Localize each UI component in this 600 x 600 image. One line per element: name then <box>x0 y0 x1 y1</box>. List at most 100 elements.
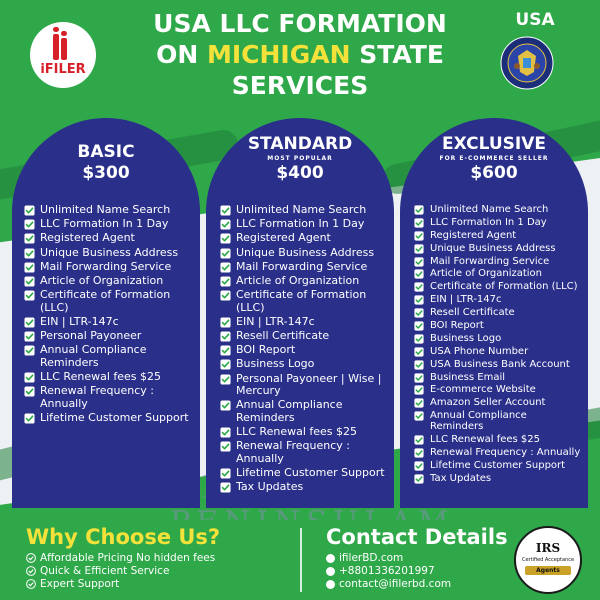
check-icon <box>24 248 35 259</box>
why-item: Affordable Pricing No hidden fees <box>26 552 215 565</box>
contact-email[interactable]: contact@ifilerbd.com <box>326 578 451 591</box>
contact-list: ifilerBD.com +8801336201997 contact@ifil… <box>326 552 451 591</box>
contact-phone[interactable]: +8801336201997 <box>326 565 451 578</box>
title-state-highlight: MICHIGAN <box>206 40 351 69</box>
feature-item: Mail Forwarding Service <box>412 256 582 267</box>
plan-name: STANDARD <box>247 134 353 154</box>
check-icon <box>24 276 35 287</box>
feature-item: Renewal Frequency : Annually <box>412 447 582 458</box>
check-icon <box>220 219 231 230</box>
feature-label: BOI Report <box>236 343 296 357</box>
feature-item: Mail Forwarding Service <box>22 260 192 274</box>
feature-label: Tax Updates <box>430 473 492 485</box>
feature-label: BOI Report <box>430 320 484 332</box>
feature-label: Certificate of Formation (LLC) <box>430 281 578 293</box>
check-icon <box>414 474 424 484</box>
plan-name: EXCLUSIVE <box>442 134 546 154</box>
feature-item: Amazon Seller Account <box>412 397 582 408</box>
country-label: USA <box>515 10 555 30</box>
feature-label: Personal Payoneer | Wise | Mercury <box>236 371 382 398</box>
check-icon <box>24 317 35 328</box>
plan-tag: MOST POPULAR <box>267 155 333 162</box>
feature-label: Registered Agent <box>430 229 517 241</box>
feature-label: Personal Payoneer <box>40 329 142 343</box>
globe-icon <box>326 554 335 563</box>
feature-item: Business Logo <box>412 333 582 344</box>
feature-label: Lifetime Customer Support <box>430 460 566 472</box>
check-icon <box>414 398 424 408</box>
feature-item: BOI Report <box>218 343 388 357</box>
feature-label: LLC Formation In 1 Day <box>236 217 365 231</box>
feature-label: Unlimited Name Search <box>236 203 367 216</box>
feature-label: Business Logo <box>430 332 502 344</box>
check-icon <box>220 359 231 371</box>
telegram-icon <box>326 580 335 589</box>
feature-label: LLC Renewal fees $25 <box>430 434 541 446</box>
check-icon <box>24 290 35 301</box>
feature-label: Resell Certificate <box>430 307 515 319</box>
feature-label: Unique Business Address <box>40 245 179 259</box>
feature-item: Renewal Frequency : Annually <box>22 385 192 410</box>
feature-item: Business Email <box>412 372 582 383</box>
check-icon <box>220 468 231 479</box>
check-icon <box>220 317 231 328</box>
plan-card-standard: STANDARD MOST POPULAR $400 Unlimited Nam… <box>206 118 394 508</box>
feature-label: LLC Formation In 1 Day <box>430 216 547 228</box>
feature-label: Unique Business Address <box>430 242 556 254</box>
feature-item: Tax Updates <box>218 481 388 494</box>
feature-label: Tax Updates <box>236 480 304 494</box>
feature-label: Unique Business Address <box>236 245 375 259</box>
why-item: Quick & Efficient Service <box>26 565 215 578</box>
feature-label: Certificate of Formation (LLC) <box>236 288 367 314</box>
title-line-3: SERVICES <box>231 71 369 100</box>
feature-item: Lifetime Customer Support <box>22 411 192 425</box>
feature-item: LLC Renewal fees $25 <box>412 434 582 445</box>
check-icon <box>220 331 231 342</box>
irs-badge: IRS Certified Acceptance Agents <box>514 526 582 594</box>
michigan-seal-icon <box>500 36 554 90</box>
check-icon <box>220 400 231 411</box>
feature-label: Article of Organization <box>40 273 164 287</box>
contact-website[interactable]: ifilerBD.com <box>326 552 451 565</box>
feature-item: LLC Renewal fees $25 <box>22 370 192 384</box>
feature-label: USA Phone Number <box>430 345 529 357</box>
feature-label: EIN | LTR-147c <box>430 294 502 306</box>
feature-item: Article of Organization <box>412 268 582 279</box>
feature-item: Tax Updates <box>412 473 582 484</box>
feature-label: LLC Formation In 1 Day <box>40 217 169 231</box>
feature-label: Amazon Seller Account <box>430 397 546 409</box>
feature-item: Certificate of Formation (LLC) <box>218 288 388 314</box>
check-icon <box>220 248 231 259</box>
check-icon <box>414 347 424 357</box>
check-icon <box>220 427 231 438</box>
check-icon <box>414 295 424 305</box>
whatsapp-icon <box>326 567 335 576</box>
feature-label: Renewal Frequency : Annually <box>430 447 581 459</box>
feature-item: EIN | LTR-147c <box>22 315 192 329</box>
plan-header: STANDARD MOST POPULAR $400 <box>206 118 394 208</box>
plan-price: $400 <box>276 163 324 183</box>
feature-item: EIN | LTR-147c <box>218 315 388 329</box>
feature-label: Business Logo <box>236 357 315 371</box>
feature-label: Annual Compliance Reminders <box>430 410 527 433</box>
check-circle-icon <box>26 566 36 576</box>
feature-label: Resell Certificate <box>236 329 330 343</box>
feature-label: Registered Agent <box>236 231 331 245</box>
feature-label: Lifetime Customer Support <box>40 411 189 425</box>
check-icon <box>414 205 424 215</box>
feature-label: Business Email <box>430 371 506 383</box>
feature-label: Unlimited Name Search <box>40 203 171 216</box>
check-icon <box>414 372 424 383</box>
feature-label: Article of Organization <box>236 273 360 287</box>
logo-mark-icon <box>53 26 73 60</box>
feature-item: Personal Payoneer <box>22 329 192 343</box>
feature-item: EIN | LTR-147c <box>412 294 582 305</box>
ifiler-logo: iFILER <box>30 22 96 88</box>
feature-item: LLC Formation In 1 Day <box>22 217 192 231</box>
check-icon <box>414 244 424 254</box>
feature-item: Unlimited Name Search <box>412 204 582 215</box>
